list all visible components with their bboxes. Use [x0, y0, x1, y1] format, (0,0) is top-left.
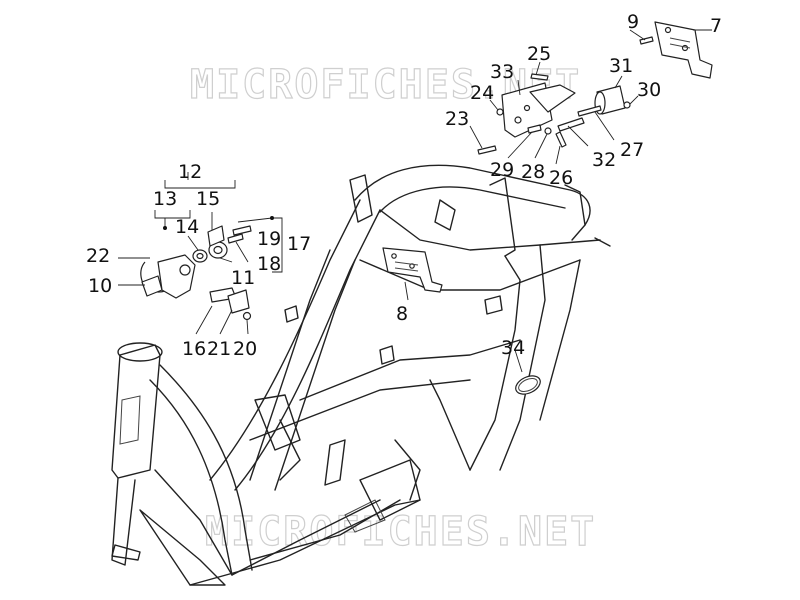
label-31: 31: [609, 55, 633, 77]
label-16: 16: [182, 338, 206, 360]
part-19-pin: [232, 225, 252, 236]
part-8-plate: [382, 247, 443, 293]
part-7-bracket: [654, 21, 713, 79]
leader-dots: [163, 216, 274, 230]
part-14-washer: [192, 249, 208, 263]
watermark-bottom: MICROFICHES.NET: [205, 509, 596, 555]
label-19: 19: [257, 228, 281, 250]
label-20: 20: [233, 338, 257, 360]
part-13-housing: [157, 254, 196, 299]
leader-lines: [118, 29, 712, 373]
label-29: 29: [490, 159, 514, 181]
part-9-screw: [639, 36, 654, 45]
label-32: 32: [592, 149, 616, 171]
part-29-pin: [527, 124, 542, 134]
label-12: 12: [178, 161, 202, 183]
label-8: 8: [396, 303, 408, 325]
part-20-nut: [242, 311, 252, 321]
part-15-spring: [207, 225, 225, 247]
part-32-bolt: [557, 117, 585, 132]
label-28: 28: [521, 161, 545, 183]
label-18: 18: [257, 253, 281, 275]
label-30: 30: [637, 79, 661, 101]
label-13: 13: [153, 188, 177, 210]
label-15: 15: [196, 188, 220, 210]
label-17: 17: [287, 233, 311, 255]
label-10: 10: [88, 275, 112, 297]
part-34-clamp: [515, 375, 541, 395]
label-22: 22: [86, 245, 110, 267]
label-34: 34: [501, 337, 525, 359]
part-25-pin: [530, 73, 549, 81]
label-11: 11: [231, 267, 255, 289]
scooter-frame: [111, 164, 611, 586]
label-33: 33: [490, 61, 514, 83]
part-27-bolt: [577, 105, 602, 117]
label-21: 21: [207, 338, 231, 360]
part-28-nut: [544, 127, 552, 135]
part-33-latch: [501, 82, 576, 138]
part-23-screw: [477, 145, 497, 155]
label-24: 24: [470, 82, 494, 104]
label-25: 25: [527, 43, 551, 65]
label-7: 7: [710, 15, 722, 37]
part-21-bracket: [227, 289, 250, 314]
part-26-spring: [555, 131, 567, 148]
part-18-pin: [227, 233, 244, 244]
part-24-washer: [496, 108, 504, 116]
callout-labels: 7 9 25 33 31 24 30 23 27 32 29 28 26 12 …: [86, 11, 722, 360]
part-30-nut: [623, 101, 631, 109]
label-14: 14: [175, 216, 199, 238]
label-27: 27: [620, 139, 644, 161]
label-9: 9: [627, 11, 639, 33]
label-23: 23: [445, 108, 469, 130]
label-26: 26: [549, 167, 573, 189]
